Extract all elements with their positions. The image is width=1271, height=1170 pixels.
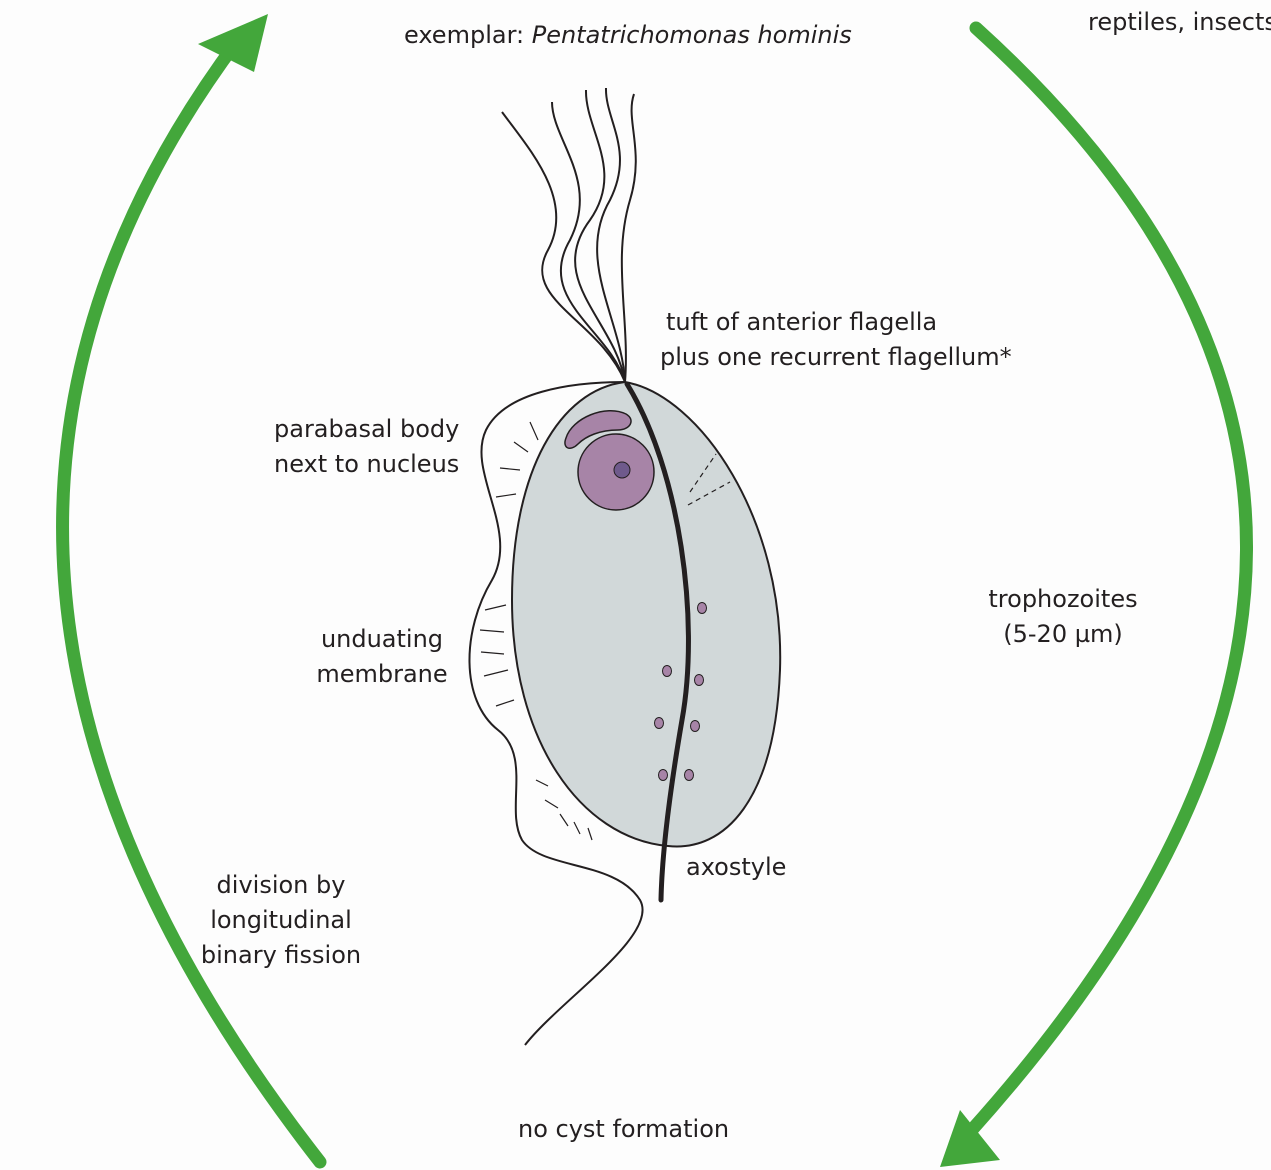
flagella-line-2: plus one recurrent flagellum* [660,340,1012,375]
parabasal-line-1: parabasal body [274,412,459,447]
nucleolus [614,462,630,478]
anterior-flagella [502,88,636,382]
division-line-3: binary fission [195,938,367,973]
parabasal-line-2: next to nucleus [274,447,459,482]
membrane-line-1: unduating [312,622,452,657]
flagella-line-1: tuft of anterior flagella [660,305,1012,340]
exemplar-prefix: exemplar: [404,21,532,49]
left-cycle-arrow [63,14,320,1162]
division-label: division by longitudinal binary fission [195,868,367,973]
exemplar-label: exemplar: Pentatrichomonas hominis [404,18,852,53]
trophozoites-line-1: trophozoites [973,582,1153,617]
trophozoites-label: trophozoites (5-20 µm) [973,582,1153,652]
hosts-label: reptiles, insects [1088,5,1271,40]
exemplar-species: Pentatrichomonas hominis [532,21,852,49]
flagella-label: tuft of anterior flagella plus one recur… [660,305,1012,375]
division-line-1: division by [195,868,367,903]
parabasal-label: parabasal body next to nucleus [274,412,459,482]
membrane-label: unduating membrane [312,622,452,692]
cyst-label: no cyst formation [518,1112,729,1147]
division-line-2: longitudinal [195,903,367,938]
axostyle-label: axostyle [686,850,786,885]
membrane-line-2: membrane [312,657,452,692]
trophozoites-size: (5-20 µm) [973,617,1153,652]
